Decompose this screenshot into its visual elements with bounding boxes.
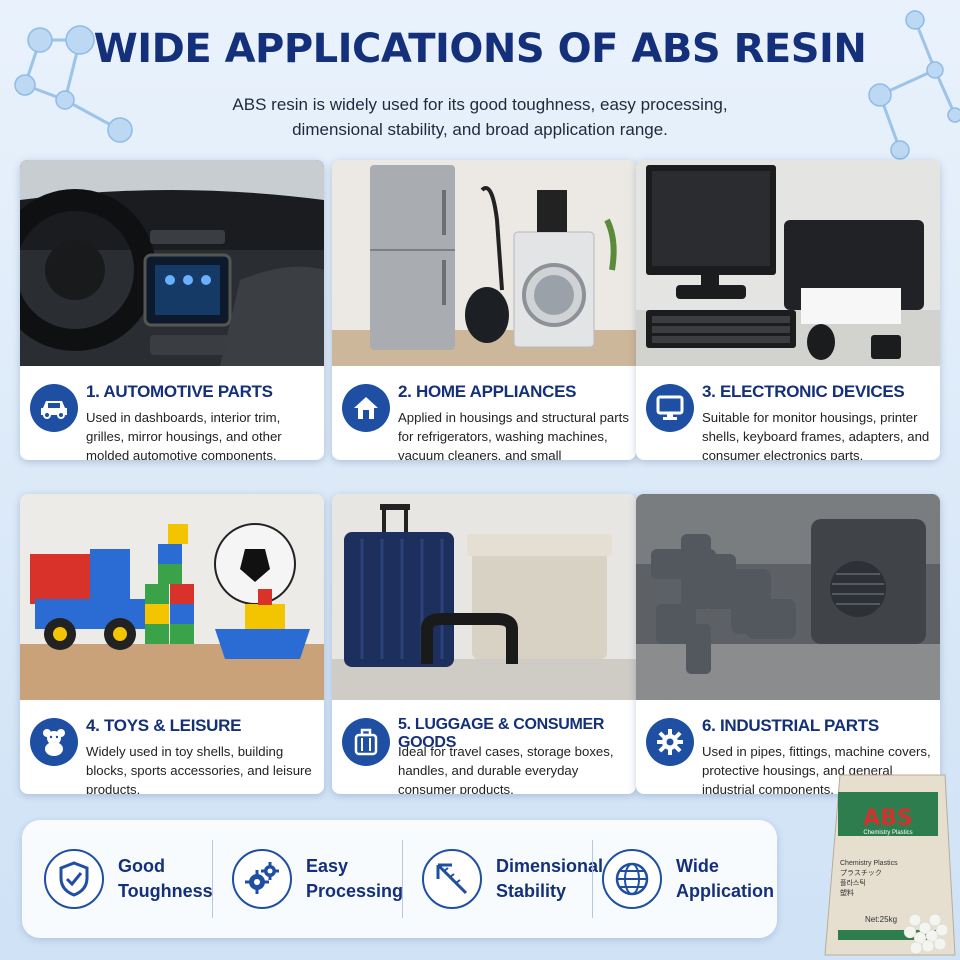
automotive-dashboard-photo bbox=[20, 160, 324, 366]
teddy-bear-icon bbox=[30, 718, 78, 766]
properties-strip: Good Toughness Easy Processing Dimension… bbox=[22, 820, 777, 938]
bag-brand: ABS bbox=[863, 806, 913, 831]
divider bbox=[402, 840, 403, 918]
toys-photo bbox=[20, 494, 324, 700]
subtitle-line-1: ABS resin is widely used for its good to… bbox=[232, 95, 728, 114]
bag-line2: プラスチック bbox=[840, 869, 882, 877]
property-good-toughness: Good Toughness bbox=[44, 830, 218, 928]
gears-icon bbox=[232, 849, 292, 909]
card-title: 5. LUGGAGE & CONSUMER GOODS bbox=[398, 716, 605, 751]
bag-weight: Net:25kg bbox=[865, 915, 897, 924]
industrial-parts-photo bbox=[636, 494, 940, 700]
application-card-industrial-parts: 6. INDUSTRIAL PARTS Used in pipes, fitti… bbox=[636, 494, 940, 794]
property-easy-processing: Easy Processing bbox=[232, 830, 406, 928]
property-label: Easy Processing bbox=[306, 856, 404, 901]
monitor-icon bbox=[646, 384, 694, 432]
application-card-luggage-consumer-goods: 5. LUGGAGE & CONSUMER GOODS Ideal for tr… bbox=[332, 494, 636, 794]
property-label: Good Toughness bbox=[118, 856, 213, 901]
card-description: Applied in housings and structural parts… bbox=[398, 410, 629, 460]
page-subtitle: ABS resin is widely used for its good to… bbox=[230, 92, 730, 142]
bag-line1-body: Chemistry Plastics bbox=[840, 860, 898, 867]
bag-line4: 塑料 bbox=[840, 888, 854, 897]
globe-icon bbox=[602, 849, 662, 909]
application-card-automotive: 1. AUTOMOTIVE PARTS Used in dashboards, … bbox=[20, 160, 324, 460]
suitcase-icon bbox=[342, 718, 390, 766]
card-title: 4. TOYS & LEISURE bbox=[86, 716, 242, 735]
card-description: Used in dashboards, interior trim, grill… bbox=[86, 410, 282, 460]
molecule-decoration-right bbox=[868, 10, 960, 160]
divider bbox=[592, 840, 593, 918]
application-card-toys-leisure: 4. TOYS & LEISURE Widely used in toy she… bbox=[20, 494, 324, 794]
card-description: Ideal for travel cases, storage boxes, h… bbox=[398, 744, 614, 794]
application-card-electronic-devices: 3. ELECTRONIC DEVICES Suitable for monit… bbox=[636, 160, 940, 460]
card-title: 1. AUTOMOTIVE PARTS bbox=[86, 382, 273, 401]
card-title: 3. ELECTRONIC DEVICES bbox=[702, 382, 905, 401]
home-appliances-photo bbox=[332, 160, 636, 366]
bag-line3: 플라스틱 bbox=[840, 878, 866, 887]
bag-line1: Chemistry Plastics bbox=[863, 830, 912, 836]
divider bbox=[212, 840, 213, 918]
property-label: Dimensional Stability bbox=[496, 856, 604, 901]
caliper-icon bbox=[422, 849, 482, 909]
property-dimensional-stability: Dimensional Stability bbox=[422, 830, 606, 928]
shield-check-icon bbox=[44, 849, 104, 909]
property-wide-application: Wide Application bbox=[602, 830, 776, 928]
subtitle-line-2: dimensional stability, and broad applica… bbox=[292, 120, 668, 139]
house-icon bbox=[342, 384, 390, 432]
card-title: 6. INDUSTRIAL PARTS bbox=[702, 716, 879, 735]
card-description: Widely used in toy shells, building bloc… bbox=[86, 744, 312, 794]
property-label: Wide Application bbox=[676, 856, 774, 901]
card-title: 2. HOME APPLIANCES bbox=[398, 382, 577, 401]
application-card-home-appliances: 2. HOME APPLIANCES Applied in housings a… bbox=[332, 160, 636, 460]
car-icon bbox=[30, 384, 78, 432]
card-description: Suitable for monitor housings, printer s… bbox=[702, 410, 930, 460]
abs-resin-bag: ABS Chemistry Plastics Chemistry Plastic… bbox=[824, 774, 956, 956]
card-description: Used in pipes, fittings, machine covers,… bbox=[702, 744, 931, 794]
page-title: WIDE APPLICATIONS OF ABS RESIN bbox=[93, 26, 867, 72]
gear-icon bbox=[646, 718, 694, 766]
electronic-devices-photo bbox=[636, 160, 940, 366]
luggage-photo bbox=[332, 494, 636, 700]
molecule-decoration-left bbox=[14, 25, 133, 143]
